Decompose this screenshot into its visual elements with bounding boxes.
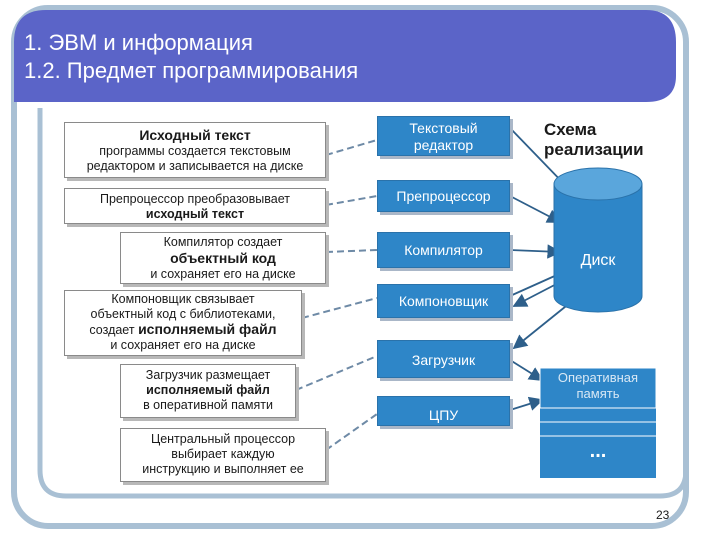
scheme-label: Схема реализации [544,120,644,160]
step-5-bold: исполняемый файл [146,383,270,397]
header-title-2: 1.2. Предмет программирования [24,58,359,83]
arrow-loader-memory [509,359,544,381]
step-box-source-text: Исходный текст программы создается текст… [64,122,326,178]
step-3-line-3: и сохраняет его на диске [150,267,296,281]
component-loader-label: Загрузчик [411,352,476,368]
step-4-line-4: и сохраняет его на диске [110,338,256,352]
connector-5 [295,355,378,391]
disk-label: Диск [580,252,616,269]
component-linker-label: Компоновщик [398,293,489,309]
solid-arrows [509,127,587,411]
disk-top [553,167,643,201]
arrow-compiler-disk [509,244,562,259]
memory-label-line-1: Оперативная [557,370,639,385]
header-band [14,10,676,102]
step-box-compiler: Компилятор создает объектный код и сохра… [120,232,326,284]
disk-cylinder [553,167,643,313]
page-number: 23 [656,508,670,522]
step-2-bold: исходный текст [145,207,245,221]
memory-label-line-2: память [576,386,620,401]
memory-cell-1 [539,367,657,409]
connector-2 [325,195,378,206]
frame-inner-border [37,60,689,499]
step-4-line-1: Компоновщик связывает [111,292,255,306]
step-1-line-2: программы создается текстовым [99,144,291,158]
component-preprocessor: Препроцессор [377,180,510,212]
component-text-editor-line-1: Текстовый [409,120,478,136]
memory-label: Оперативная память [540,370,656,402]
step-3-line-1: Компилятор создает [163,235,283,249]
step-4-bold: исполняемый файл [138,321,277,337]
component-cpu: ЦПУ [377,396,510,426]
step-4-line-3: создает исполняемый файл [65,322,301,338]
connector-3 [325,249,378,253]
component-compiler-label: Компилятор [404,242,483,258]
header-title-1: 1. ЭВМ и информация [24,30,253,55]
step-5-line-1: Загрузчик размещает [145,368,271,382]
arrow-preproc-disk [509,195,562,223]
step-box-preprocessor: Препроцессор преобразовывает исходный те… [64,188,326,224]
step-6-line-1: Центральный процессор [150,432,296,446]
component-cpu-label: ЦПУ [428,407,459,423]
step-3-bold: объектный код [170,250,276,266]
step-6-line-3: инструкцию и выполняет ее [142,462,304,476]
step-6-line-2: выбирает каждую [171,447,275,461]
step-1-line-3: редактором и записывается на диске [86,159,304,173]
step-box-linker: Компоновщик связывает объектный код с би… [64,290,302,356]
step-4-line-2: объектный код с библиотеками, [90,307,276,321]
component-compiler: Компилятор [377,232,510,268]
component-linker: Компоновщик [377,284,510,318]
component-loader: Загрузчик [377,340,510,378]
component-preprocessor-label: Препроцессор [396,188,491,204]
scheme-label-line-1: Схема [544,120,597,139]
connector-1 [325,139,378,156]
memory-block [539,367,657,478]
memory-ellipsis: ... [589,440,607,462]
component-text-editor: Текстовый редактор [377,116,510,156]
step-1-bold: Исходный текст [139,127,251,143]
disk-body [553,183,643,313]
arrow-cpu-memory [509,396,544,411]
step-4-line-3-pre: создает [89,323,135,337]
dashed-connectors [295,139,378,451]
step-5-line-3: в оперативной памяти [143,398,273,412]
step-box-loader: Загрузчик размещает исполняемый файл в о… [120,364,296,418]
component-text-editor-line-2: редактор [413,137,474,153]
connector-4 [301,297,378,319]
step-box-cpu: Центральный процессор выбирает каждую ин… [120,428,326,482]
step-2-line-1: Препроцессор преобразовывает [100,192,290,206]
scheme-label-line-2: реализации [544,140,644,159]
